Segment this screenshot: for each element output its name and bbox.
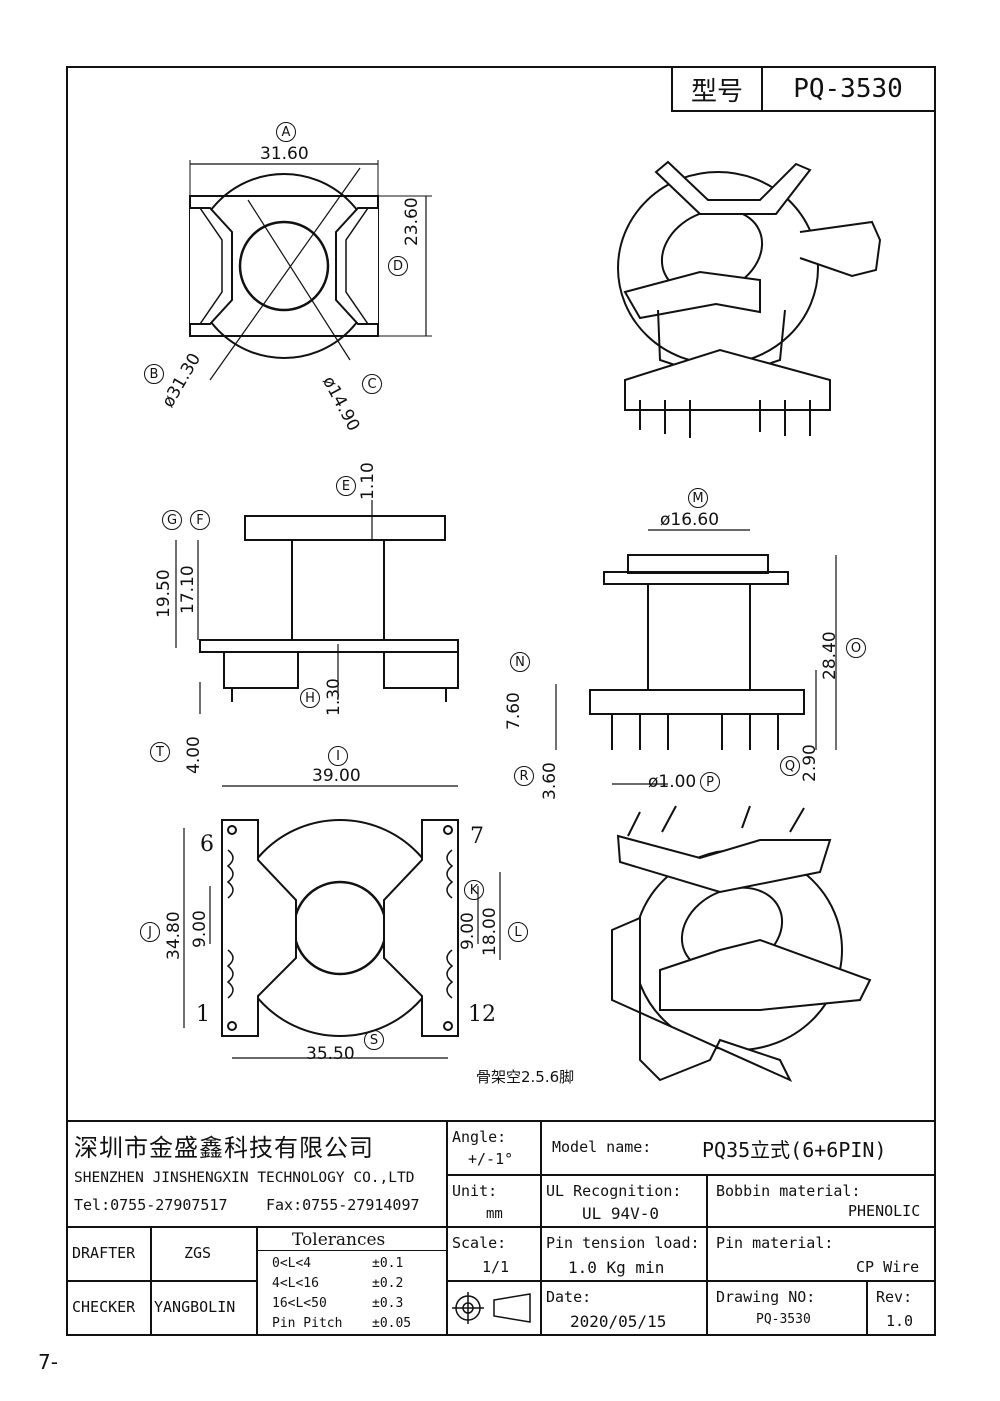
model-name-value: PQ35立式(6+6PIN) — [702, 1138, 887, 1162]
label-N: N — [510, 652, 530, 672]
dim-D: 23.60 — [402, 197, 422, 246]
rev-value: 1.0 — [886, 1312, 914, 1330]
label-H: H — [300, 688, 320, 708]
bobbin-value: PHENOLIC — [848, 1202, 921, 1220]
label-B: B — [144, 364, 164, 384]
label-C: C — [362, 374, 382, 394]
iso-view-top — [617, 160, 882, 438]
pin-12: 12 — [468, 1002, 496, 1027]
dim-T: 4.00 — [184, 736, 204, 774]
dim-F: 17.10 — [178, 565, 198, 614]
label-J: J — [140, 922, 160, 942]
date-value: 2020/05/15 — [570, 1312, 667, 1331]
pin-7: 7 — [470, 824, 484, 849]
unit-label: Unit: — [452, 1182, 498, 1200]
drafter-name: ZGS — [184, 1244, 212, 1262]
label-R: R — [514, 766, 534, 786]
label-M: M — [688, 488, 708, 508]
pin-tension-value: 1.0 Kg min — [568, 1258, 665, 1277]
unit-value: mm — [486, 1206, 503, 1222]
label-F: F — [190, 510, 210, 530]
pin-6: 6 — [200, 832, 214, 857]
bobbin-label: Bobbin material: — [716, 1182, 861, 1200]
checker-label: CHECKER — [72, 1298, 136, 1316]
tol-value-3: ±0.3 — [372, 1296, 404, 1311]
tol-range-2: 4<L<16 — [272, 1276, 319, 1291]
angle-label: Angle: — [452, 1128, 507, 1146]
pin-material-value: CP Wire — [856, 1258, 920, 1276]
tol-value-2: ±0.2 — [372, 1276, 404, 1291]
dim-P: ø1.00 — [648, 772, 697, 792]
empty-pin-note: 骨架空2.5.6脚 — [476, 1068, 575, 1086]
label-G: G — [162, 510, 182, 530]
side-view-left — [175, 500, 459, 714]
dim-E: 1.10 — [358, 462, 378, 500]
dim-K: 9.00 — [458, 912, 478, 950]
scale-value: 1/1 — [482, 1258, 510, 1276]
pin-material-label: Pin material: — [716, 1234, 834, 1252]
company-en: SHENZHEN JINSHENGXIN TECHNOLOGY CO.,LTD — [74, 1170, 415, 1186]
tol-range-3: 16<L<50 — [272, 1296, 327, 1311]
drawing-label: Drawing NO: — [716, 1288, 816, 1306]
drawing-value: PQ-3530 — [756, 1312, 811, 1327]
title-block: 深圳市金盛鑫科技有限公司 SHENZHEN JINSHENGXIN TECHNO… — [66, 1120, 936, 1336]
tolerances-title: Tolerances — [292, 1230, 386, 1250]
tol-range-1: 0<L<4 — [272, 1256, 312, 1271]
label-O: O — [846, 638, 866, 658]
projection-symbol-icon — [452, 1292, 531, 1324]
dim-Q: 2.90 — [800, 744, 820, 782]
date-label: Date: — [546, 1288, 592, 1306]
dim-J: 34.80 — [164, 911, 184, 960]
tol-value-1: ±0.1 — [372, 1256, 404, 1271]
dim-A: 31.60 — [260, 144, 309, 164]
angle-value: +/-1° — [468, 1150, 514, 1168]
label-S: S — [364, 1030, 384, 1050]
label-I: I — [328, 746, 348, 766]
label-T: T — [150, 742, 170, 762]
label-D: D — [388, 256, 408, 276]
dim-G: 19.50 — [154, 569, 174, 618]
label-Q: Q — [780, 756, 800, 776]
dim-M: ø16.60 — [660, 510, 720, 530]
checker-name: YANGBOLIN — [154, 1298, 236, 1316]
pin-tension-label: Pin tension load: — [546, 1234, 700, 1252]
iso-view-bottom — [611, 805, 872, 1083]
ul-value: UL 94V-0 — [582, 1204, 660, 1223]
rev-label: Rev: — [876, 1288, 913, 1306]
label-K: K — [464, 880, 484, 900]
fax: Fax:0755-27914097 — [266, 1196, 420, 1214]
model-value: PQ-3530 — [793, 74, 903, 104]
label-L: L — [508, 922, 528, 942]
company-cn: 深圳市金盛鑫科技有限公司 — [74, 1134, 374, 1162]
dim-K-left: 9.00 — [190, 910, 210, 948]
dim-I: 39.00 — [312, 766, 361, 786]
tol-value-4: ±0.05 — [372, 1316, 412, 1331]
dim-L: 18.00 — [480, 907, 500, 956]
dim-R: 3.60 — [540, 762, 560, 800]
model-label: 型号 — [673, 68, 763, 110]
tel: Tel:0755-27907517 — [74, 1196, 228, 1214]
bottom-view — [183, 785, 501, 1059]
drawing-frame — [66, 66, 936, 1336]
pin-1: 1 — [196, 1002, 210, 1027]
label-E: E — [336, 476, 356, 496]
dim-S: 35.50 — [306, 1044, 355, 1064]
top-view — [189, 160, 432, 381]
tol-range-4: Pin Pitch — [272, 1316, 343, 1331]
page-number: 7- — [38, 1350, 58, 1374]
label-A: A — [276, 122, 296, 142]
model-name-label: Model name: — [552, 1138, 652, 1156]
dim-H: 1.30 — [324, 678, 344, 716]
dim-N: 7.60 — [504, 692, 524, 730]
scale-label: Scale: — [452, 1234, 507, 1252]
ul-label: UL Recognition: — [546, 1182, 682, 1200]
drafter-label: DRAFTER — [72, 1244, 136, 1262]
model-header: 型号 PQ-3530 — [671, 68, 935, 112]
side-view-right — [555, 529, 837, 785]
label-P: P — [700, 772, 720, 792]
dim-O: 28.40 — [820, 631, 840, 680]
